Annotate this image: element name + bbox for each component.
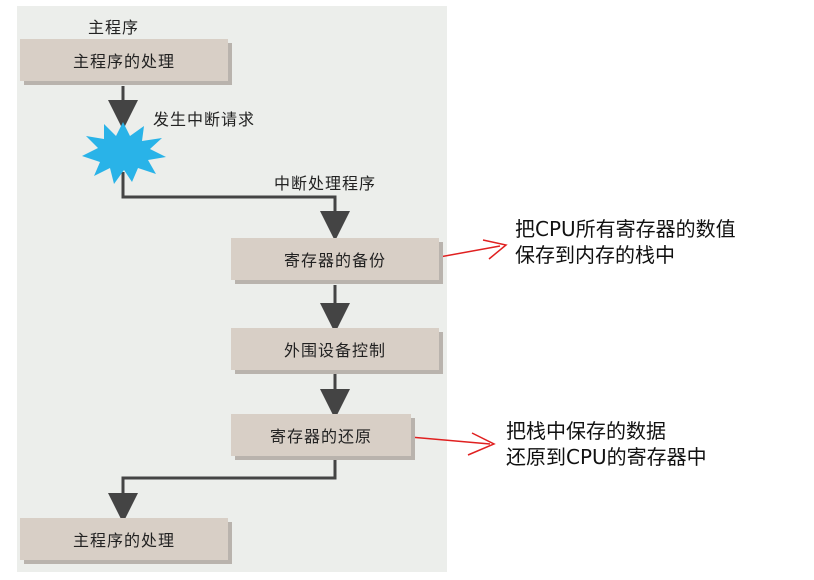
callout-arrowhead-backup (482, 239, 508, 260)
arrow-restore-to-main (108, 458, 337, 523)
backup-note-line2: 保存到内存的栈中 (515, 243, 675, 267)
peripheral-control-box: 外围设备控制 (231, 328, 439, 370)
backup-note-line1: 把CPU所有寄存器的数值 (515, 217, 736, 241)
callout-line-restore (409, 436, 491, 445)
register-backup-label: 寄存器的备份 (283, 251, 386, 270)
interrupt-request-label: 发生中断请求 (153, 110, 256, 129)
register-restore-box: 寄存器的还原 (231, 414, 411, 456)
main-process-box-bottom: 主程序的处理 (20, 518, 228, 560)
arrow-interrupt-to-backup (121, 172, 350, 241)
main-process-top-label: 主程序的处理 (72, 52, 175, 71)
peripheral-control-label: 外围设备控制 (283, 341, 386, 360)
backup-note: 把CPU所有寄存器的数值 保存到内存的栈中 (515, 216, 736, 268)
interrupt-handler-title: 中断处理程序 (274, 174, 377, 193)
main-process-bottom-label: 主程序的处理 (72, 531, 175, 550)
restore-note-line1: 把栈中保存的数据 (506, 419, 666, 443)
restore-note-line2: 还原到CPU的寄存器中 (506, 445, 707, 469)
register-restore-label: 寄存器的还原 (269, 427, 372, 446)
callout-arrowhead-restore (467, 432, 496, 456)
register-backup-box: 寄存器的备份 (231, 238, 439, 280)
main-program-title: 主程序 (88, 18, 140, 37)
restore-note: 把栈中保存的数据 还原到CPU的寄存器中 (506, 418, 707, 470)
interrupt-burst-icon (82, 122, 166, 184)
main-process-box-top: 主程序的处理 (20, 39, 228, 81)
